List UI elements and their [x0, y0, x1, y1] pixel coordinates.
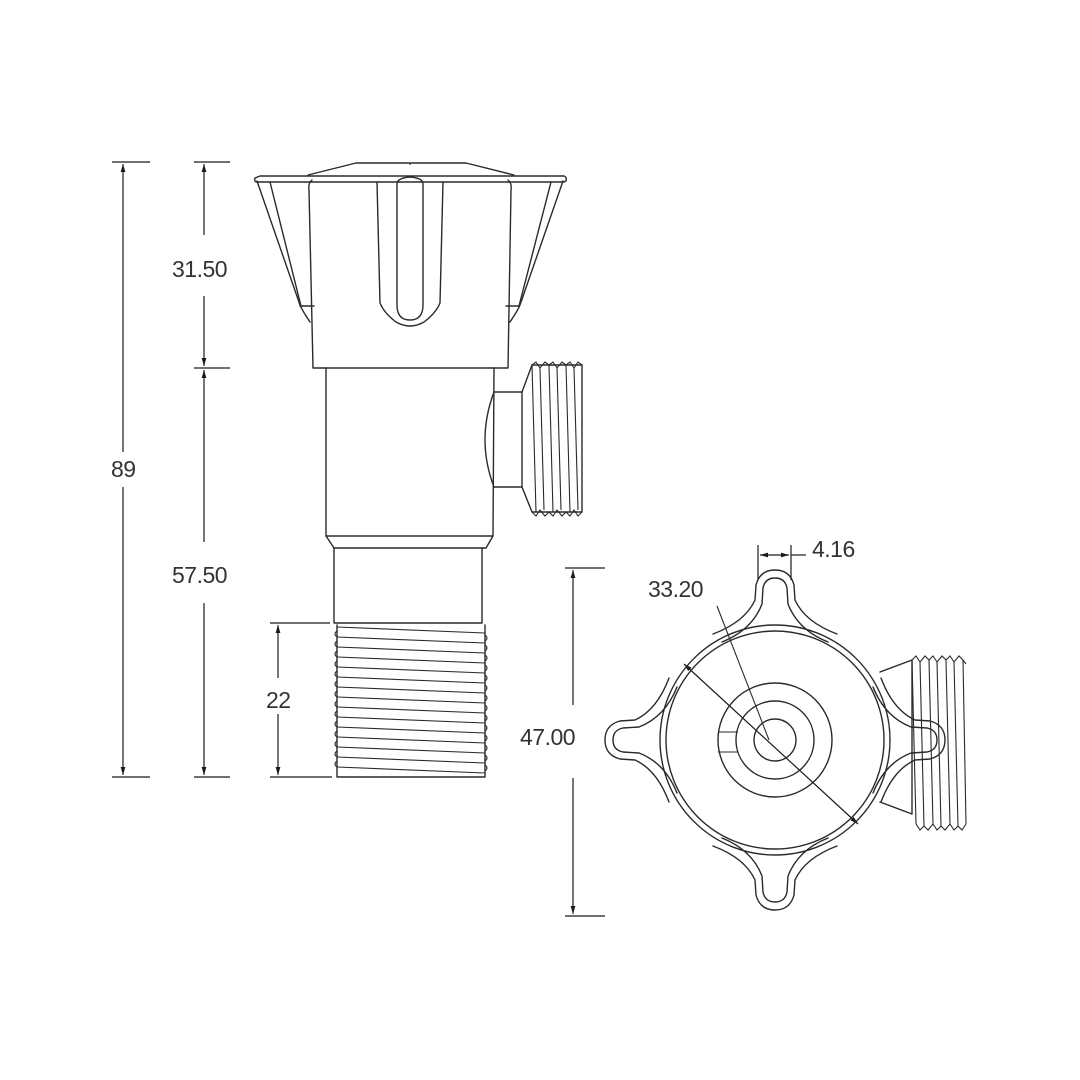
- lobe-width-label: 4.16: [812, 536, 855, 562]
- valve-side-view: [253, 162, 583, 778]
- handle-height-label: 31.50: [172, 256, 227, 282]
- valve-top-view: [604, 569, 967, 911]
- thread-length-label: 22: [266, 687, 291, 713]
- dimension-handle-diameter: 33.20: [648, 576, 859, 825]
- overall-height-label: 89: [111, 456, 136, 482]
- dimension-thread-length: 22: [266, 622, 332, 778]
- handle-diameter-label: 33.20: [648, 576, 703, 602]
- body-height-label: 57.50: [172, 562, 227, 588]
- threaded-inlet: [334, 624, 488, 778]
- dimension-lobe-width: 4.16: [757, 536, 855, 580]
- dimension-handle-height: 31.50: [172, 161, 230, 369]
- dimension-overall-height: 89: [111, 161, 150, 778]
- dimension-handle-span: 47.00: [520, 567, 605, 917]
- dimension-body-height: 57.50: [172, 370, 230, 778]
- handle-span-label: 47.00: [520, 724, 575, 750]
